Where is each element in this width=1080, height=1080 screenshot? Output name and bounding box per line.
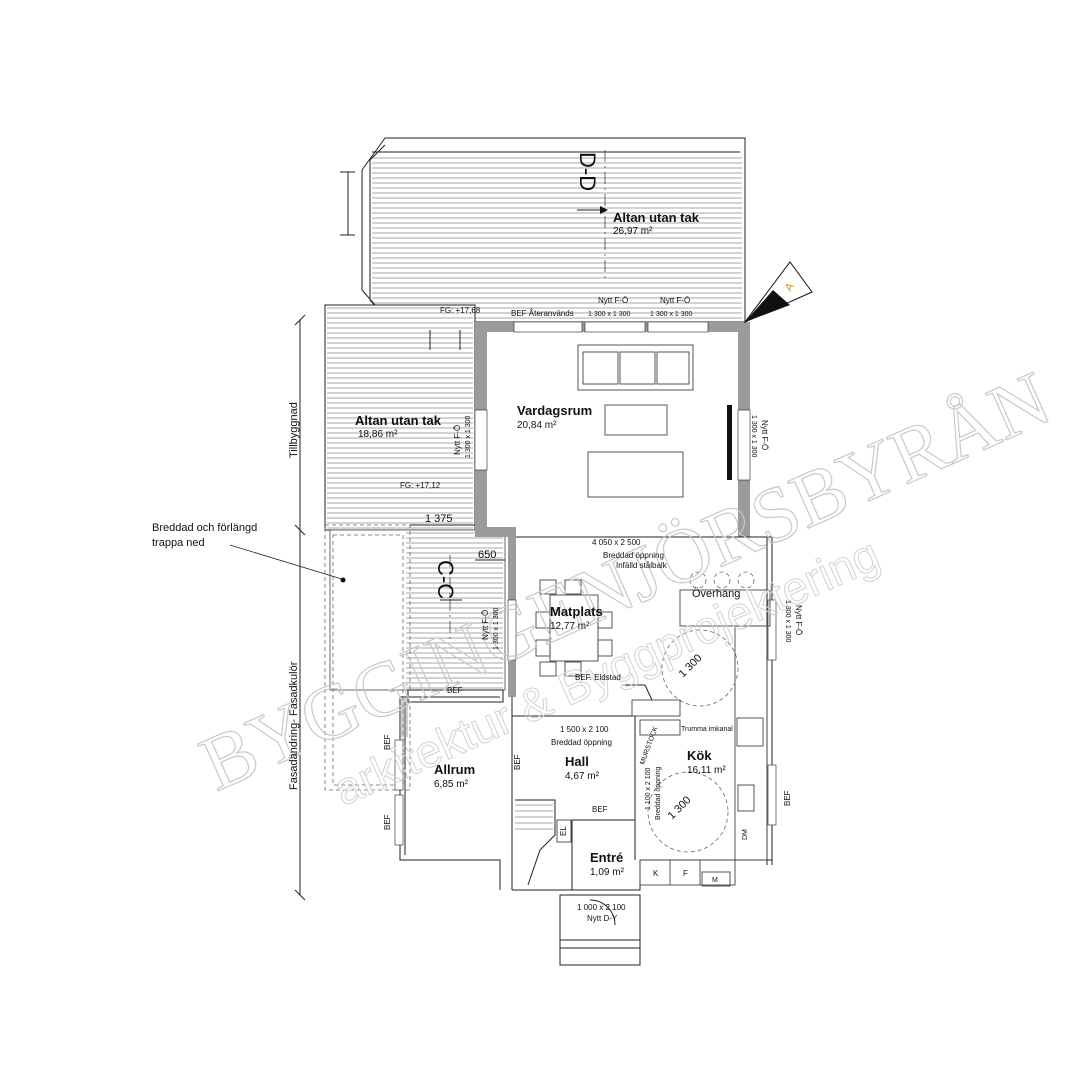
window-left-size: 1 300 x 1 300	[465, 415, 472, 458]
section-label-cc: C-C	[433, 560, 458, 599]
trumma-label: Trumma imkanal	[681, 726, 733, 733]
section-marker-dd	[577, 150, 608, 280]
bef-allrum-1: BEF	[383, 734, 392, 750]
window-top-1-size: 1 300 x 1 300	[588, 311, 631, 318]
opening-4050-desc: Breddad öppning	[603, 551, 664, 560]
dm-label: DM	[742, 829, 749, 840]
room-area-vardagsrum: 20,84 m²	[517, 420, 557, 431]
dim-650: 650	[478, 549, 496, 561]
fg-left: FG: +17,12	[400, 481, 441, 490]
opening-1100-size: 1 100 x 2 100	[645, 767, 652, 810]
callout-line1: Breddad och förlängd	[152, 522, 257, 534]
stair-extended	[324, 524, 506, 791]
window-top-2-size: 1 300 x 1 300	[650, 311, 693, 318]
window-top-1-type: Nytt F-Ö	[598, 296, 628, 305]
opening-4050-size: 4 050 x 2 500	[592, 538, 641, 547]
circle-1300-2: 1 300	[666, 794, 694, 822]
room-area-matplats: 12,77 m²	[550, 621, 590, 632]
room-area-hall: 4,67 m²	[565, 771, 600, 782]
room-name-entre: Entré	[590, 850, 623, 865]
tillbyggnad-label: Tillbyggnad	[288, 402, 300, 458]
room-area-altan-left: 18,86 m²	[358, 429, 398, 440]
door-type: Nytt D-Y	[587, 914, 618, 923]
room-area-altan-top: 26,97 m²	[613, 226, 653, 237]
freezer-label: F	[683, 869, 688, 878]
deck-top	[340, 137, 746, 329]
elevation-marker-a	[743, 261, 813, 324]
window-left-type: Nytt F-Ö	[453, 425, 462, 455]
window-mid-type: Nytt F-Ö	[481, 610, 490, 640]
dimension-lines	[229, 314, 505, 901]
fg-top: FG: +17,68	[440, 306, 481, 315]
window-mid-size: 1 300 x 1 300	[493, 607, 500, 650]
window-right-size: 1 300 x 1 300	[750, 415, 757, 458]
labels: D-D C-C A Altan utan tak 26,97 m² Altan …	[152, 152, 803, 923]
fridge-label: K	[653, 869, 659, 878]
murstock-label: MURSTOCK	[639, 725, 659, 765]
room-name-altan-left: Altan utan tak	[355, 413, 442, 428]
window-kitchen-size: 1 300 x 1 300	[784, 600, 791, 643]
bef-stair: BEF	[447, 686, 463, 695]
section-label-dd: D-D	[575, 152, 600, 191]
bef-hall: BEF	[513, 754, 522, 770]
deck-left	[324, 304, 476, 531]
room-area-allrum: 6,85 m²	[434, 779, 469, 790]
room-name-matplats: Matplats	[550, 604, 603, 619]
watermark: BYGGINGENJÖRSBYRÅN arkitektur & Byggproj…	[187, 353, 1063, 816]
room-name-hall: Hall	[565, 754, 589, 769]
opening-1500-desc: Breddad öppning	[551, 738, 612, 747]
eldstad-label: BEF. Eldstad	[575, 673, 621, 682]
overhang-label: Överhäng	[692, 588, 740, 600]
dim-1375: 1 375	[425, 513, 453, 525]
furniture	[515, 344, 771, 966]
room-name-altan-top: Altan utan tak	[613, 210, 700, 225]
bef-allrum-2: BEF	[383, 814, 392, 830]
window-top-2-type: Nytt F-Ö	[660, 296, 690, 305]
opening-1500-size: 1 500 x 2 100	[560, 725, 609, 734]
window-kitchen-type: Nytt F-Ö	[794, 605, 803, 635]
room-name-vardagsrum: Vardagsrum	[517, 403, 592, 418]
el-label: EL	[559, 826, 568, 836]
room-name-kok: Kök	[687, 748, 712, 763]
room-area-kok: 16,11 m²	[687, 765, 726, 776]
section-marker-cc	[440, 555, 462, 640]
room-name-allrum: Allrum	[434, 762, 475, 777]
m-label: M	[712, 877, 718, 884]
watermark-line1: BYGGINGENJÖRSBYRÅN	[188, 354, 1063, 807]
door-size: 1 000 x 2 100	[577, 903, 626, 912]
opening-4050-beam: Infälld stålbalk	[616, 561, 668, 570]
fasadandring-label: Fasadändring- Fasadkulör	[288, 661, 300, 790]
walls	[394, 321, 777, 891]
room-area-entre: 1,09 m²	[590, 867, 625, 878]
bef-entre: BEF	[592, 805, 608, 814]
bef-ateranvands: BEF Återanvänds	[511, 309, 574, 318]
bef-kok: BEF	[783, 790, 792, 806]
opening-1100-desc: Breddad öppning	[655, 767, 662, 820]
callout-line2: trappa ned	[152, 537, 205, 549]
window-right-type: Nytt F-Ö	[760, 420, 769, 450]
